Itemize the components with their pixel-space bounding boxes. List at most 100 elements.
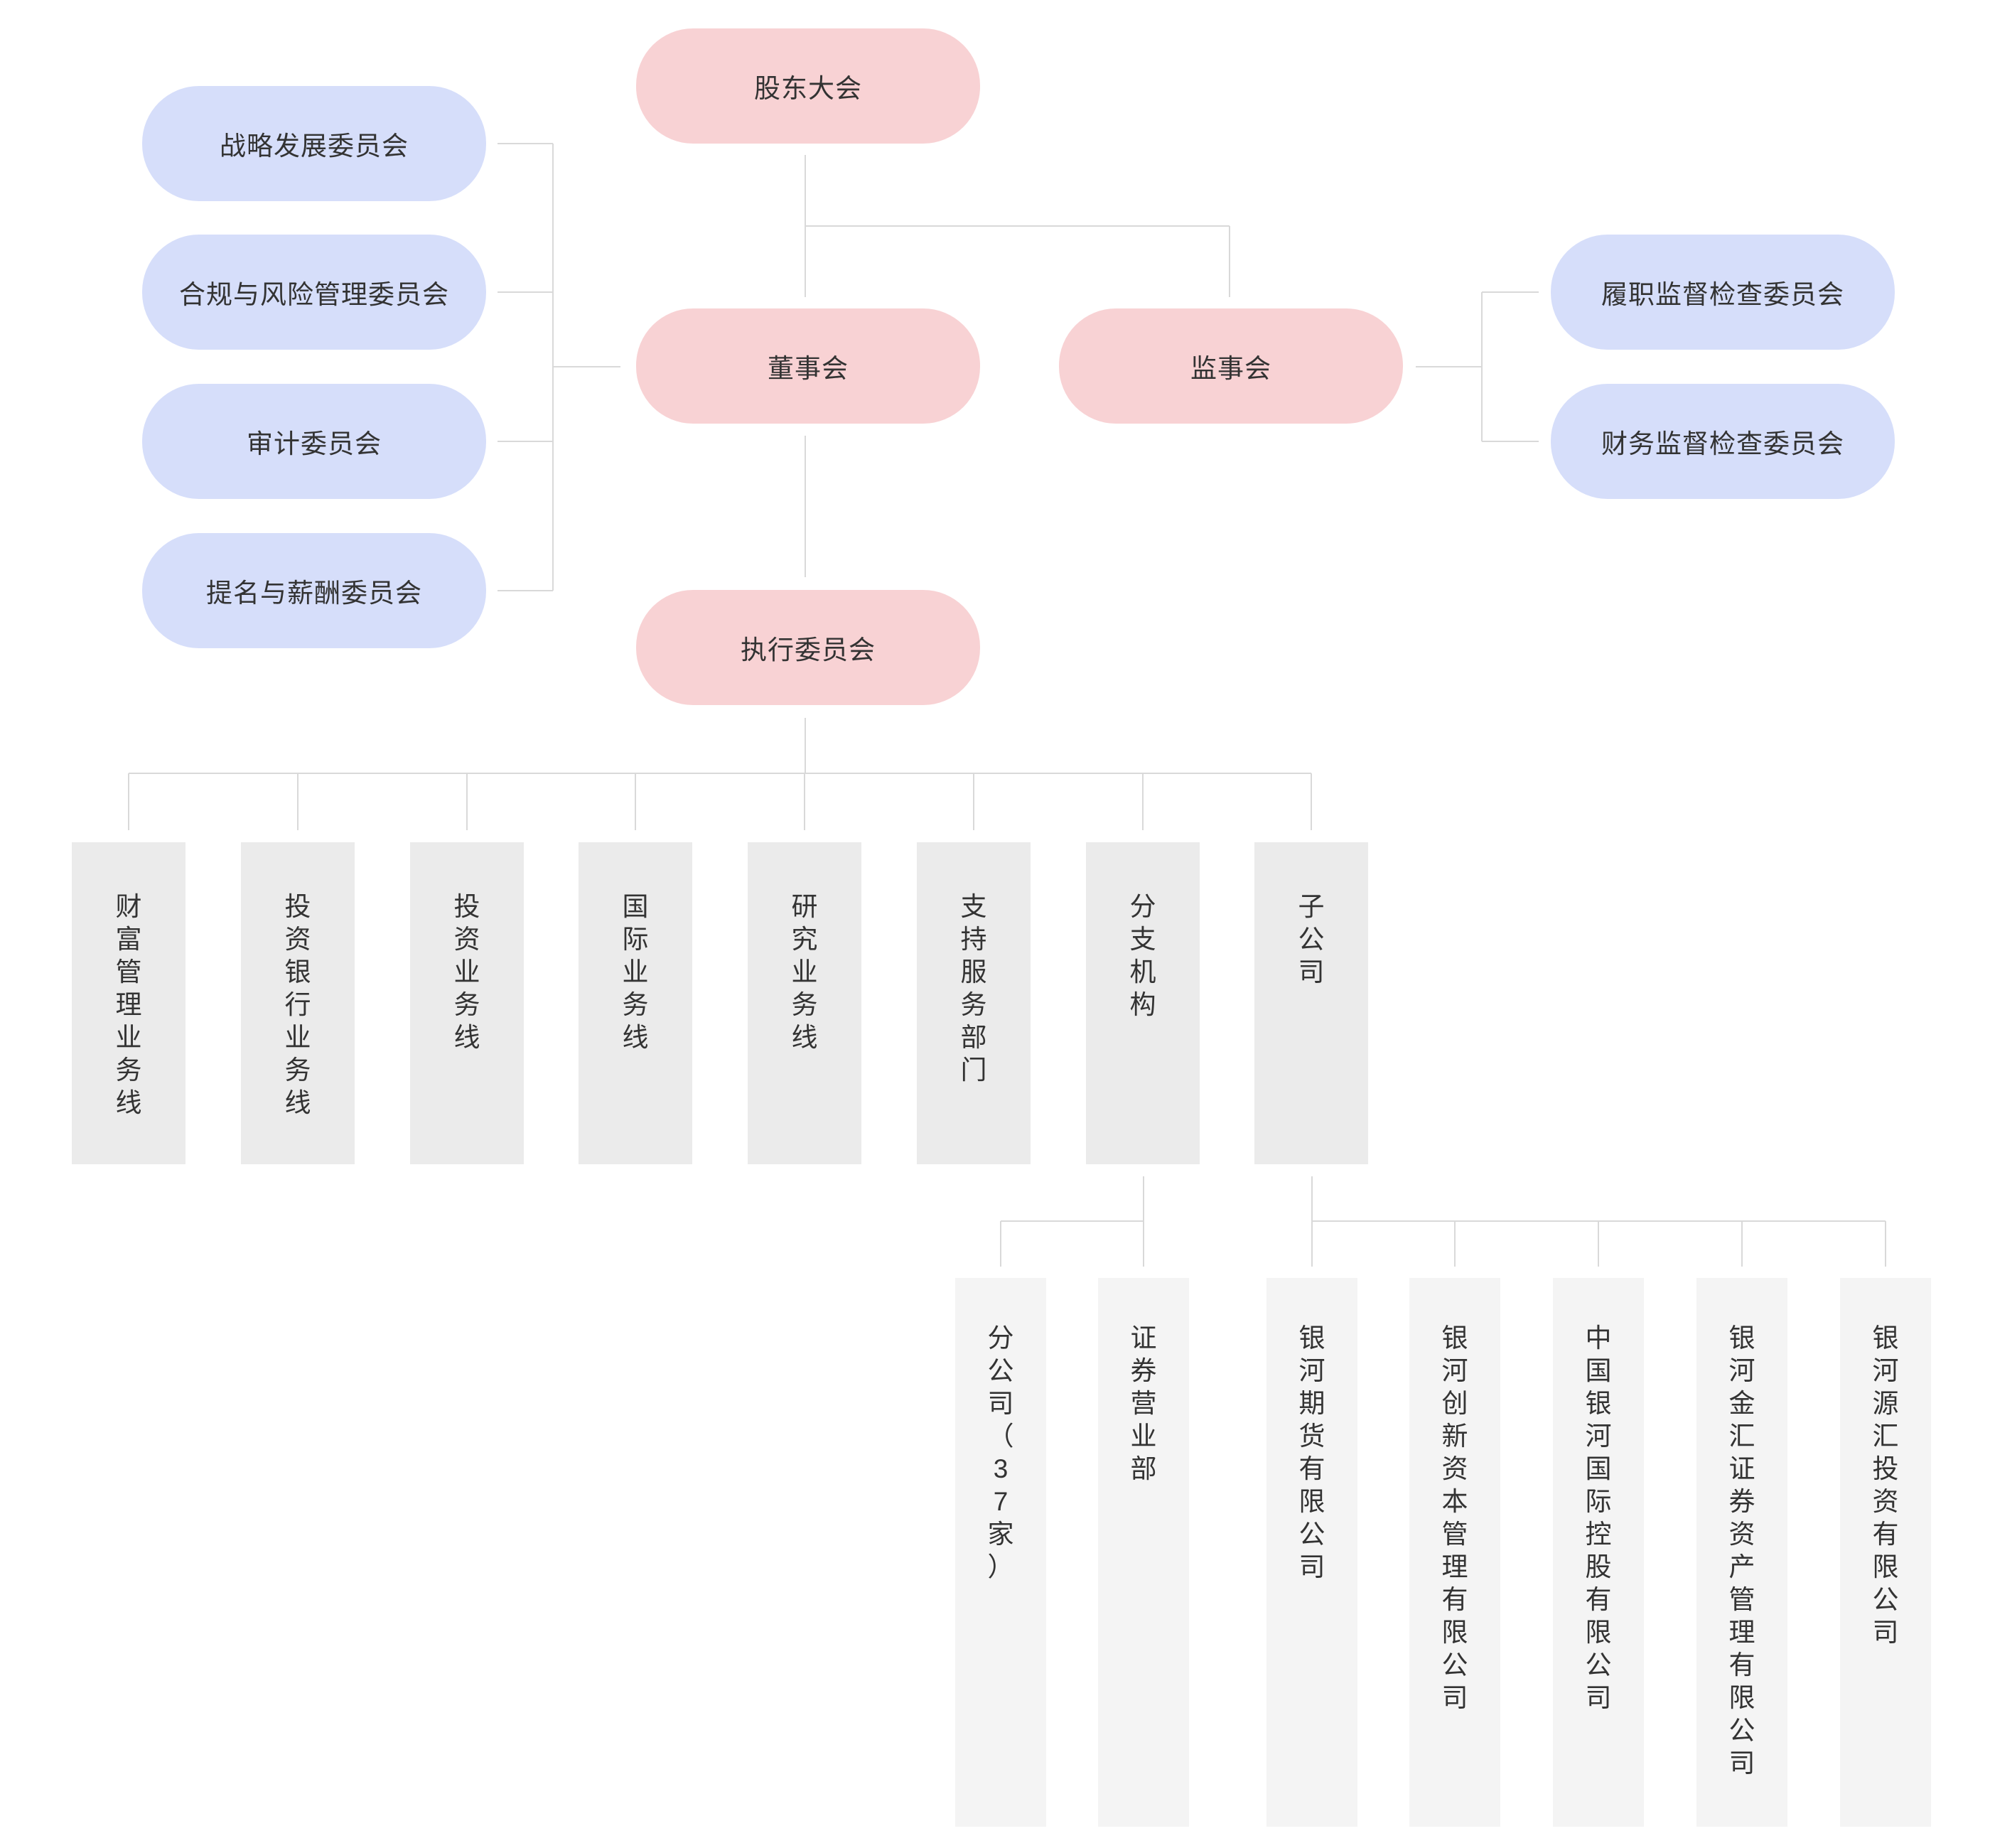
unit-research-char: 务	[791, 990, 818, 1019]
subsidiary-innovation-capital-char: 司	[1441, 1683, 1468, 1712]
subsidiary-innovation-capital-char: 银	[1441, 1323, 1468, 1353]
unit-investment-banking-char: 行	[284, 990, 311, 1019]
unit-support-services-char: 部	[960, 1023, 987, 1052]
unit-international-char: 务	[622, 990, 649, 1019]
subsidiary-international-holdings-char: 银	[1585, 1389, 1612, 1418]
subsidiary-innovation-capital: 银河创新资本管理有限公司	[1409, 1278, 1500, 1827]
branch-companies-char: 3	[993, 1454, 1009, 1483]
subsidiary-yuanhui-investment-char: 投	[1872, 1454, 1899, 1483]
branch-companies-char: 分	[987, 1323, 1014, 1353]
unit-research-char: 业	[791, 957, 818, 987]
subsidiary-innovation-capital-char: 限	[1441, 1618, 1468, 1647]
unit-wealth-management: 财富管理业务线	[72, 842, 185, 1164]
subsidiary-international-holdings-char: 有	[1585, 1585, 1612, 1614]
unit-investment-char: 投	[453, 892, 480, 921]
branch-companies-char: 公	[987, 1356, 1014, 1385]
unit-investment-char: 务	[453, 990, 480, 1019]
subsidiary-futures-char: 期	[1298, 1389, 1325, 1418]
committee-strategy: 战略发展委员会	[142, 86, 486, 201]
unit-investment-banking-char: 资	[284, 925, 311, 954]
subsidiary-asset-management-char: 产	[1728, 1552, 1755, 1581]
unit-branches: 分支机构	[1086, 842, 1200, 1164]
unit-investment-banking-char: 投	[284, 892, 311, 921]
subsidiary-innovation-capital-char: 公	[1441, 1650, 1468, 1680]
subsidiary-innovation-capital-char: 管	[1441, 1520, 1468, 1549]
subsidiary-yuanhui-investment-char: 汇	[1872, 1422, 1899, 1451]
subsidiary-asset-management-char: 银	[1728, 1323, 1755, 1353]
unit-investment-banking: 投资银行业务线	[241, 842, 355, 1164]
subsidiary-futures-char: 货	[1298, 1422, 1325, 1451]
unit-branches-char: 分	[1129, 892, 1156, 921]
branch-companies-char: 司	[987, 1389, 1014, 1418]
subsidiary-international-holdings-char: 公	[1585, 1650, 1612, 1680]
subsidiary-futures-char: 河	[1298, 1356, 1325, 1385]
subsidiary-asset-management-char: 理	[1728, 1618, 1755, 1647]
unit-support-services-char: 持	[960, 925, 987, 954]
subsidiary-innovation-capital-char: 创	[1441, 1389, 1468, 1418]
subsidiary-international-holdings: 中国银河国际控股有限公司	[1553, 1278, 1644, 1827]
unit-research-char: 线	[791, 1023, 818, 1052]
subsidiary-innovation-capital-char: 有	[1441, 1585, 1468, 1614]
subsidiary-asset-management-char: 证	[1728, 1454, 1755, 1483]
committee-duty-supervision: 履职监督检查委员会	[1551, 235, 1895, 350]
branch-securities-offices-char: 业	[1130, 1422, 1157, 1451]
subsidiary-international-holdings-char: 河	[1585, 1422, 1612, 1451]
subsidiary-innovation-capital-char: 河	[1441, 1356, 1468, 1385]
unit-support-services-char: 支	[960, 892, 987, 921]
unit-wealth-management-char: 富	[115, 925, 142, 954]
unit-branches-char: 构	[1129, 990, 1156, 1019]
unit-investment-banking-char: 务	[284, 1055, 311, 1085]
unit-support-services-char: 服	[960, 957, 987, 987]
subsidiary-international-holdings-char: 控	[1585, 1520, 1612, 1549]
unit-investment-banking-char: 线	[284, 1088, 311, 1117]
unit-investment-banking-char: 业	[284, 1023, 311, 1052]
unit-subsidiaries-char: 公	[1298, 925, 1325, 954]
branch-securities-offices-char: 券	[1130, 1356, 1157, 1385]
subsidiary-asset-management-char: 司	[1728, 1748, 1755, 1778]
subsidiary-yuanhui-investment-char: 银	[1872, 1323, 1899, 1353]
unit-international-char: 际	[622, 925, 649, 954]
unit-investment-char: 业	[453, 957, 480, 987]
subsidiary-international-holdings-char: 中	[1585, 1323, 1612, 1353]
unit-investment-char: 资	[453, 925, 480, 954]
unit-wealth-management-char: 管	[115, 957, 142, 987]
subsidiary-futures-char: 银	[1298, 1323, 1325, 1353]
subsidiary-futures-char: 限	[1298, 1487, 1325, 1516]
node-executive-committee: 执行委员会	[636, 590, 980, 705]
subsidiary-innovation-capital-char: 理	[1441, 1552, 1468, 1581]
unit-branches-char: 机	[1129, 957, 1156, 987]
subsidiary-yuanhui-investment-char: 有	[1872, 1520, 1899, 1549]
subsidiary-yuanhui-investment: 银河源汇投资有限公司	[1840, 1278, 1931, 1827]
subsidiary-international-holdings-char: 司	[1585, 1683, 1612, 1712]
branch-companies-char: （	[987, 1422, 1014, 1451]
unit-wealth-management-char: 理	[115, 990, 142, 1019]
unit-research-char: 研	[791, 892, 818, 921]
unit-investment: 投资业务线	[410, 842, 524, 1164]
node-board: 董事会	[636, 308, 980, 424]
subsidiary-asset-management-char: 公	[1728, 1716, 1755, 1745]
unit-wealth-management-char: 务	[115, 1055, 142, 1085]
subsidiary-innovation-capital-char: 资	[1441, 1454, 1468, 1483]
branch-securities-offices-char: 证	[1130, 1323, 1157, 1353]
unit-subsidiaries-char: 子	[1298, 892, 1325, 921]
subsidiary-international-holdings-char: 国	[1585, 1356, 1612, 1385]
unit-investment-char: 线	[453, 1023, 480, 1052]
subsidiary-yuanhui-investment-char: 河	[1872, 1356, 1899, 1385]
unit-investment-banking-char: 银	[284, 957, 311, 987]
subsidiary-futures: 银河期货有限公司	[1266, 1278, 1357, 1827]
subsidiary-asset-management-char: 有	[1728, 1650, 1755, 1680]
unit-support-services-char: 务	[960, 990, 987, 1019]
branch-companies-char: 家	[987, 1520, 1014, 1549]
subsidiary-futures-char: 公	[1298, 1520, 1325, 1549]
subsidiary-yuanhui-investment-char: 公	[1872, 1585, 1899, 1614]
unit-wealth-management-char: 线	[115, 1088, 142, 1117]
subsidiary-international-holdings-char: 国	[1585, 1454, 1612, 1483]
subsidiary-asset-management-char: 汇	[1728, 1422, 1755, 1451]
unit-international-char: 国	[622, 892, 649, 921]
committee-audit: 审计委员会	[142, 384, 486, 499]
node-supervisors: 监事会	[1059, 308, 1403, 424]
subsidiary-innovation-capital-char: 本	[1441, 1487, 1468, 1516]
branch-securities-offices-char: 部	[1130, 1454, 1157, 1483]
subsidiary-asset-management-char: 限	[1728, 1683, 1755, 1712]
